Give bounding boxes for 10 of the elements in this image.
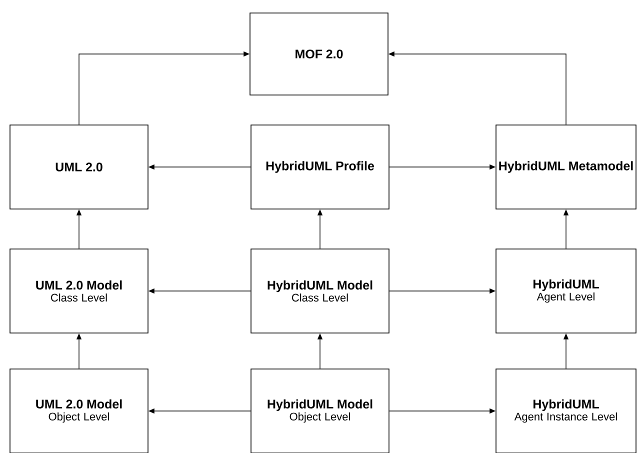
box: MOF 2.0 <box>250 12 388 96</box>
box: UML 2.0 Model Class Level <box>10 248 148 334</box>
box: HybridUML Agent Instance Level <box>496 368 636 453</box>
box: HybridUML Profile <box>250 124 390 210</box>
box: HybridUML Model Object Level <box>250 368 390 453</box>
box: UML 2.0 Model Object Level <box>10 368 148 453</box>
box: HybridUML Metamodel <box>496 124 636 210</box>
box: HybridUML Model Class Level <box>250 248 390 334</box>
box: UML 2.0 <box>10 124 148 210</box>
box: HybridUML Agent Level <box>496 248 636 334</box>
